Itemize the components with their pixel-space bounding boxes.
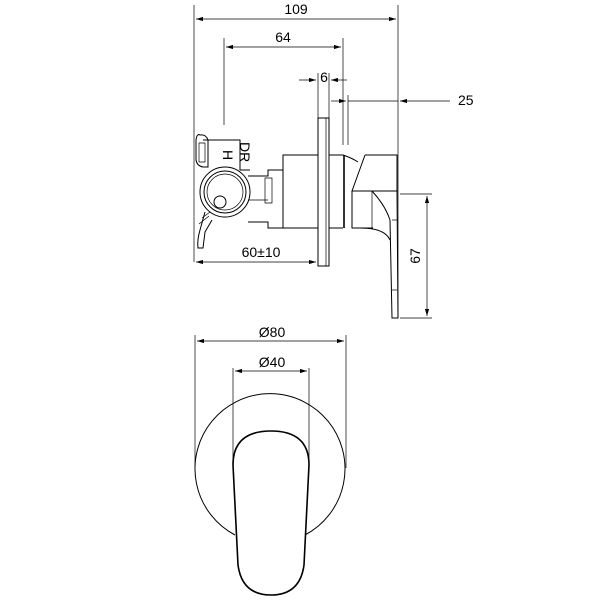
marking-dr: DR: [237, 142, 253, 162]
dim-label-64: 64: [275, 29, 291, 45]
dim-label-d80: Ø80: [259, 324, 286, 340]
escutcheon-plate: [194, 393, 346, 536]
lever-handle: [232, 430, 310, 596]
dimension-handle-projection: 25: [331, 92, 474, 145]
dim-label-d40: Ø40: [259, 354, 286, 370]
dimension-handle-height: 67: [400, 193, 432, 319]
front-view: Ø80 Ø40: [194, 324, 347, 596]
dim-label-60-10: 60±10: [242, 244, 281, 260]
dim-label-109: 109: [284, 1, 308, 17]
handle-side: [329, 154, 399, 319]
marking-h: H: [220, 150, 236, 160]
dimension-plate-diameter: Ø80: [194, 324, 347, 468]
dimension-body-to-plate: 64: [223, 29, 344, 145]
dim-label-25: 25: [458, 92, 474, 108]
side-view: 109 64 6 25: [193, 1, 474, 319]
valve-body: DR H: [195, 134, 319, 249]
dim-label-67: 67: [407, 248, 423, 264]
dimension-plate-thickness: 6: [299, 69, 347, 118]
dimension-install-depth: 60±10: [196, 244, 316, 265]
wall-plate: [317, 117, 330, 267]
dim-label-6: 6: [320, 69, 328, 85]
dimension-handle-width: Ø40: [232, 354, 310, 470]
